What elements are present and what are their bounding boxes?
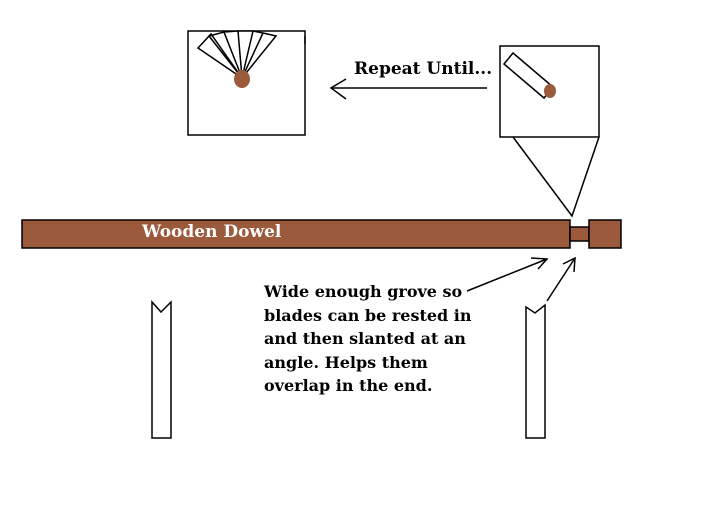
note-line: Wide enough grove so [264, 282, 463, 301]
wooden-dowel [21, 219, 622, 249]
note-line: overlap in the end. [264, 376, 433, 395]
dowel-end-section [588, 219, 622, 249]
groove-note: Wide enough grove so blades can be reste… [264, 280, 504, 398]
fanned-blades [196, 30, 278, 79]
repeat-label: Repeat Until... [354, 59, 493, 79]
dowel-groove [569, 226, 590, 242]
note-pointer-arrows [466, 256, 576, 302]
dowel-label: Wooden Dowel [142, 222, 282, 242]
dowel-main-section [21, 219, 571, 249]
pivot-dot [234, 70, 250, 88]
zoom-callout-lines [512, 136, 600, 218]
repeat-arrow [329, 78, 487, 100]
note-line: and then slanted at an [264, 329, 466, 348]
support-post-left [151, 300, 172, 439]
support-post-right [525, 303, 546, 439]
note-line: blades can be rested in [264, 305, 472, 325]
pivot-dot [544, 84, 556, 98]
detail-box-single-blade [499, 45, 600, 138]
note-line: angle. Helps them [264, 352, 428, 372]
detail-box-fanned-blades [187, 30, 306, 136]
